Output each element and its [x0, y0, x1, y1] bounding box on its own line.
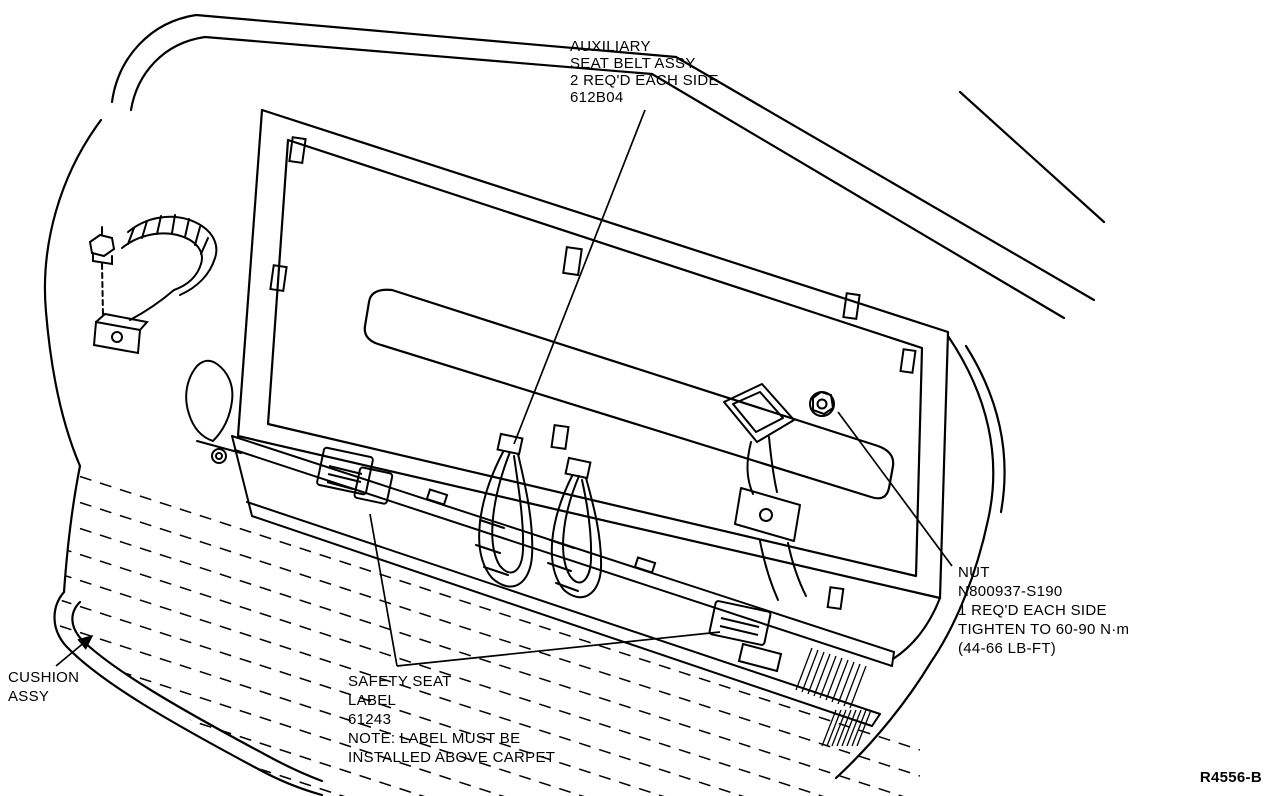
leader-nut — [837, 411, 953, 567]
callout-cushion: CUSHION ASSY — [8, 668, 79, 706]
safety-label-plates — [316, 446, 783, 673]
seat-back-shell — [43, 13, 1106, 780]
leader-auxiliary — [513, 109, 646, 445]
hinge-bracket — [185, 359, 242, 464]
callout-line: 612B04 — [570, 89, 624, 106]
figure-reference: R4556-B — [1199, 769, 1262, 786]
leader-safety-left — [369, 513, 398, 667]
callout-line: NUT — [958, 564, 990, 581]
seat-back-panel — [236, 108, 950, 661]
callout-auxiliary-seat-belt: AUXILIARY SEAT BELT ASSY 2 REQ'D EACH SI… — [570, 38, 719, 106]
seat-rail — [231, 435, 895, 727]
callout-line: 61243 — [348, 711, 392, 728]
callout-line: N800937-S190 — [958, 583, 1063, 600]
callout-line: 2 REQ'D EACH SIDE — [570, 72, 719, 89]
leader-safety-right — [396, 631, 721, 667]
callout-line: 1 REQ'D EACH SIDE — [958, 602, 1107, 619]
leader-lines — [55, 109, 953, 667]
callout-line: INSTALLED ABOVE CARPET — [348, 749, 556, 766]
callout-line: LABEL — [348, 692, 397, 709]
callout-line: SEAT BELT ASSY — [570, 55, 696, 72]
panel-slots — [269, 136, 917, 611]
callout-nut: NUT N800937-S190 1 REQ'D EACH SIDE TIGHT… — [958, 563, 1129, 658]
callout-line: (44-66 LB-FT) — [958, 640, 1057, 657]
cushion-edge — [53, 464, 324, 796]
callout-safety-seat-label: SAFETY SEAT LABEL 61243 NOTE: LABEL MUST… — [348, 672, 555, 767]
callout-line: NOTE: LABEL MUST BE — [348, 730, 521, 747]
nut-fastener — [809, 390, 835, 417]
callout-line: SAFETY SEAT — [348, 673, 452, 690]
callout-line: TIGHTEN TO 60-90 N·m — [958, 621, 1130, 638]
belt-buckle — [723, 383, 807, 601]
auxiliary-seat-belts — [475, 432, 603, 599]
callout-line: ASSY — [8, 688, 50, 705]
callout-line: CUSHION — [8, 669, 80, 686]
shading-hatch — [795, 647, 872, 747]
callout-line: AUXILIARY — [570, 38, 651, 55]
leader-cushion — [55, 634, 94, 667]
front-belt-anchor — [88, 214, 218, 355]
